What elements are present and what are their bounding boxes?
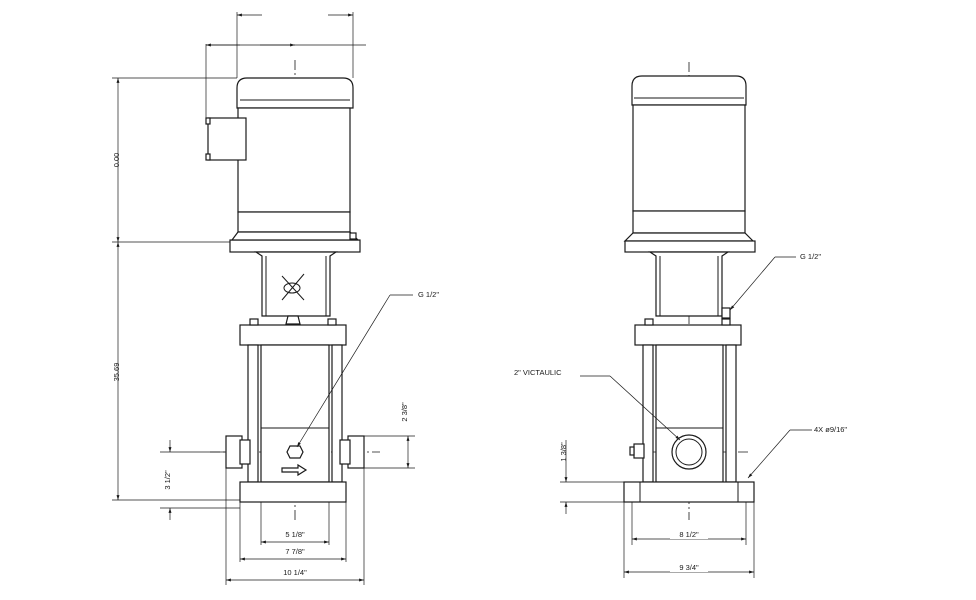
dim-base-width-label: 7 7/8" <box>285 547 305 556</box>
dim-bolt-spacing-right-label: 8 1/2" <box>679 530 699 539</box>
dim-port-offset-label: 2 3/8" <box>400 402 409 422</box>
dim-port-height-label: 3 1/2" <box>163 470 172 490</box>
dim-base-width-right-label: 9 3/4" <box>679 563 699 572</box>
right-dimensions: G 1/2" 2" VICTAULIC 4X ø9/16" 1 3/8" 8 1… <box>514 252 847 578</box>
dim-port-to-port-label: 10 1/4" <box>283 568 307 577</box>
dim-base-height-label: 1 3/8" <box>559 442 568 462</box>
callout-gauge-right: G 1/2" <box>800 252 821 261</box>
dim-overall-height-label: 35.69 <box>112 363 121 382</box>
left-view <box>205 60 380 520</box>
dim-motor-height-label: 0.00 <box>112 153 121 168</box>
dim-bolt-spacing-label: 5 1/8" <box>285 530 305 539</box>
callout-gauge-left: G 1/2" <box>418 290 439 299</box>
callout-holes: 4X ø9/16" <box>814 425 847 434</box>
right-view <box>623 62 756 520</box>
left-dimensions: 0.00 35.69 3 1/2" 2 3/8" 5 1/8" 7 7/8" 1… <box>112 12 439 585</box>
callout-victaulic: 2" VICTAULIC <box>514 368 562 377</box>
